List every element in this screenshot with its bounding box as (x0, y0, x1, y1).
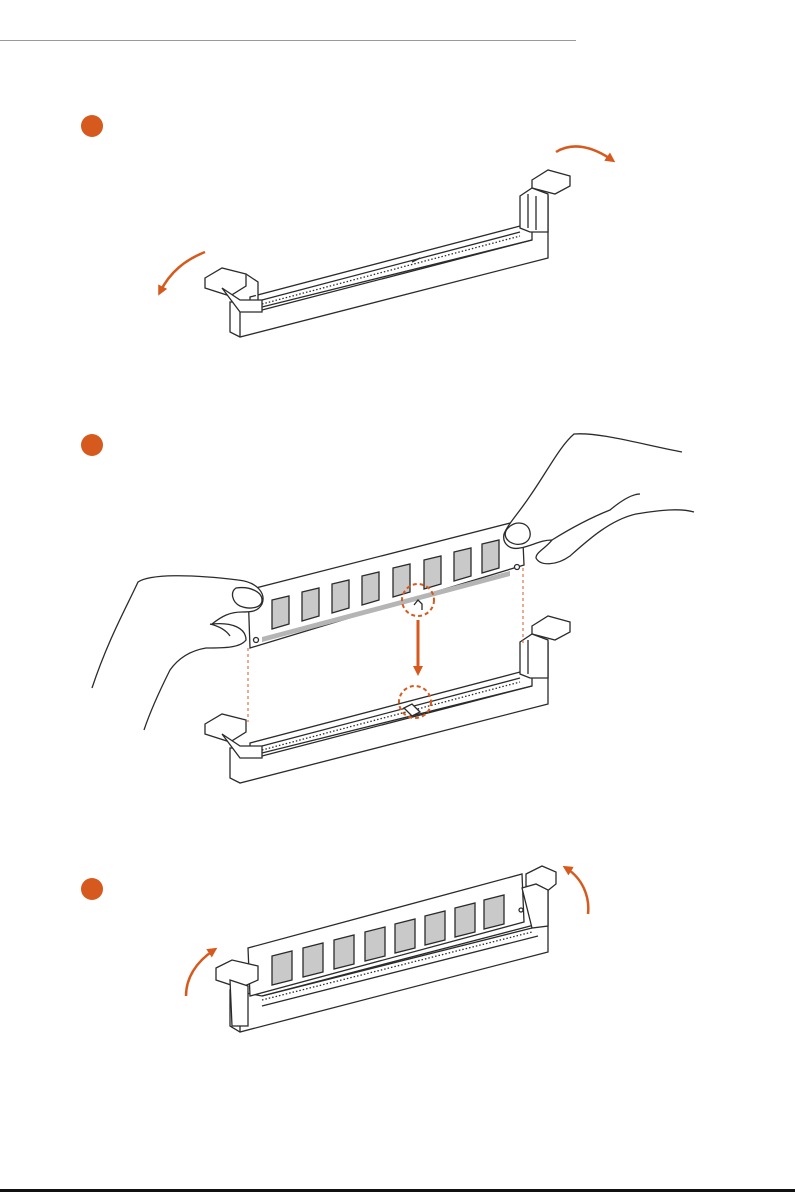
dimm-slot-step-1 (230, 193, 548, 337)
step-2-illustration (92, 434, 694, 783)
left-hand (92, 576, 263, 730)
right-clip-closed (522, 866, 556, 928)
arrow-right-clip-open (556, 146, 612, 160)
step-1-illustration (160, 146, 612, 337)
right-clip-open-step-2 (520, 616, 570, 678)
step-3-illustration (186, 866, 588, 1032)
right-hand (504, 434, 694, 564)
right-clip-open (520, 170, 570, 232)
arrow-right-clip-close (566, 868, 588, 914)
dimm-slot-step-2 (230, 639, 548, 783)
memory-module-step-2 (248, 520, 524, 648)
arrow-left-clip-open (160, 252, 205, 292)
arrow-left-clip-close (186, 950, 214, 996)
